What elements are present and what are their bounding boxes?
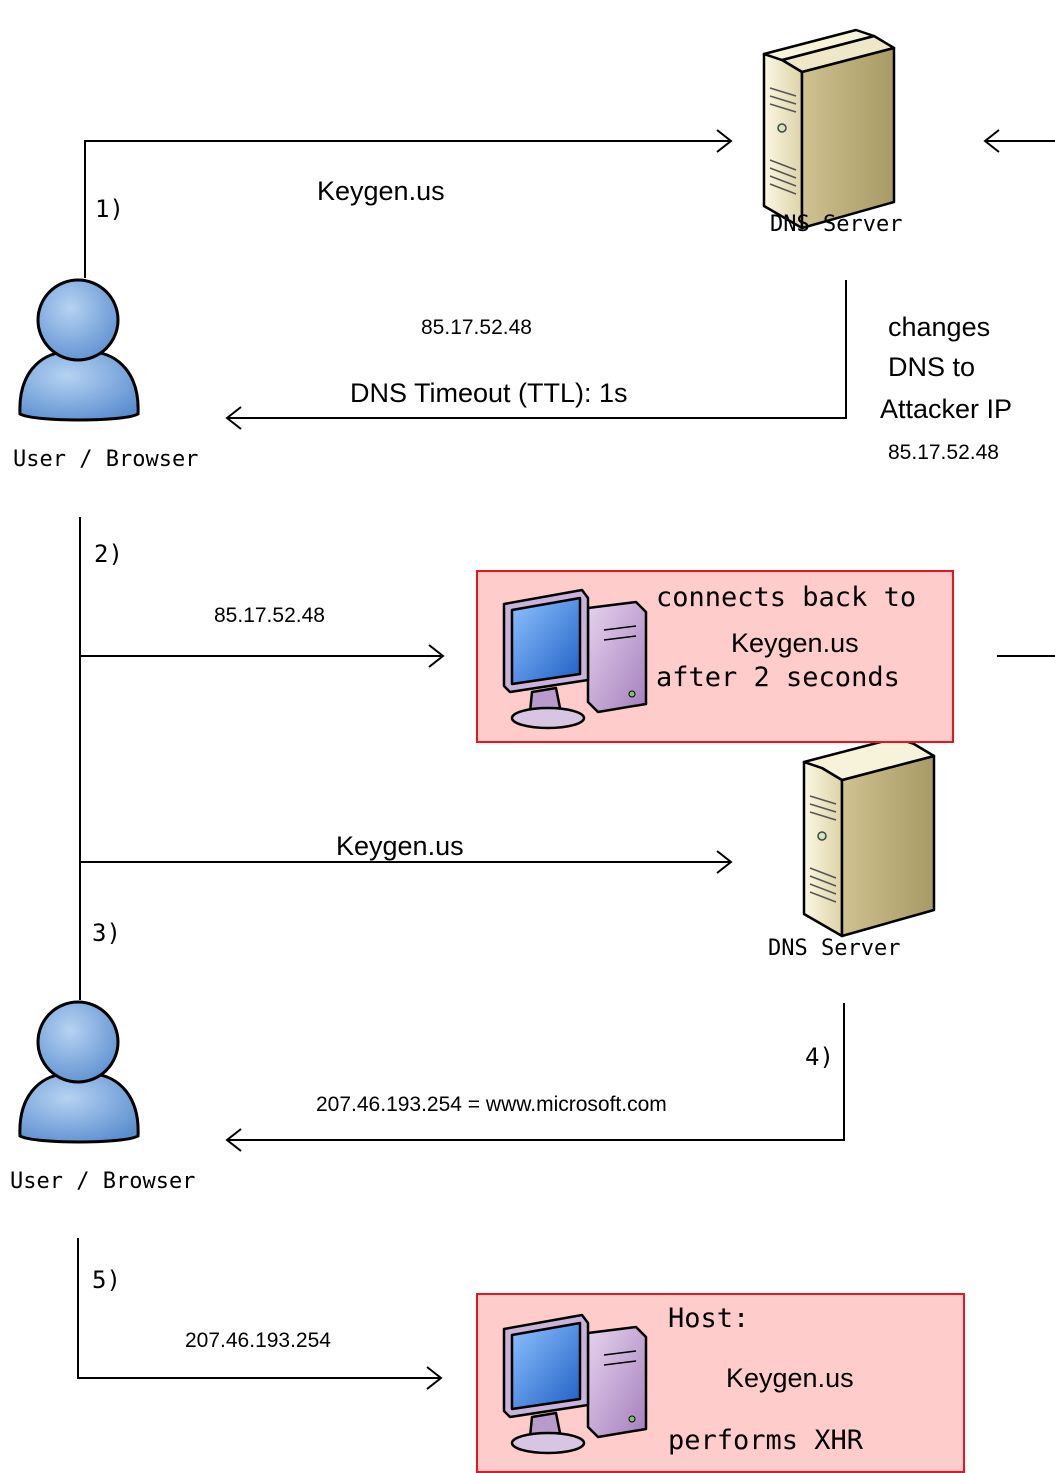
attacker-box-line1: connects back to	[656, 582, 917, 613]
dns-caption-top: DNS Server	[770, 212, 903, 237]
target-box-line2: Keygen.us	[726, 1363, 854, 1393]
user-icon	[18, 1000, 140, 1144]
user-caption-bottom: User / Browser	[10, 1169, 196, 1194]
computer-icon	[502, 588, 648, 730]
side-note-ip: 85.17.52.48	[888, 441, 999, 464]
target-box: Host: Keygen.us performs XHR	[476, 1293, 965, 1473]
server-icon	[762, 28, 896, 230]
step-label-3: 3)	[92, 919, 121, 947]
request-domain-label: Keygen.us	[317, 176, 445, 206]
arrow-step1-request	[84, 129, 733, 278]
arrow-step5-request	[77, 1238, 443, 1390]
side-note-line2: DNS to	[888, 352, 976, 382]
rebound-ip-label: 207.46.193.254 = www.microsoft.com	[316, 1093, 667, 1116]
user-caption-top: User / Browser	[13, 447, 199, 472]
computer-icon	[502, 1313, 648, 1455]
target-box-line1: Host:	[668, 1303, 750, 1334]
step-label-4: 4)	[805, 1043, 834, 1071]
target-box-line3: performs XHR	[668, 1425, 864, 1456]
step-label-2: 2)	[94, 540, 123, 568]
attacker-box: connects back to Keygen.us after 2 secon…	[476, 570, 954, 743]
side-note-line3: Attacker IP	[880, 394, 1013, 424]
request-domain-label-2: Keygen.us	[336, 831, 464, 861]
attacker-box-line2: Keygen.us	[731, 628, 859, 658]
server-icon	[802, 736, 936, 938]
arrow-right-incoming	[983, 129, 1055, 153]
step-label-5: 5)	[92, 1266, 121, 1294]
user-icon	[18, 278, 140, 422]
side-note-line1: changes	[888, 312, 991, 342]
attacker-ip-label: 85.17.52.48	[214, 604, 325, 627]
timeline-step2-3	[79, 517, 733, 1000]
arrow-step4-response	[225, 1003, 845, 1152]
resolved-ip-label: 85.17.52.48	[421, 316, 532, 339]
target-ip-label: 207.46.193.254	[185, 1329, 331, 1352]
dns-caption-bottom: DNS Server	[768, 936, 901, 961]
attacker-box-line3: after 2 seconds	[656, 662, 900, 693]
ttl-label: DNS Timeout (TTL): 1s	[350, 378, 628, 408]
step-label-1: 1)	[95, 195, 124, 223]
arrow-step1-response	[225, 280, 847, 430]
